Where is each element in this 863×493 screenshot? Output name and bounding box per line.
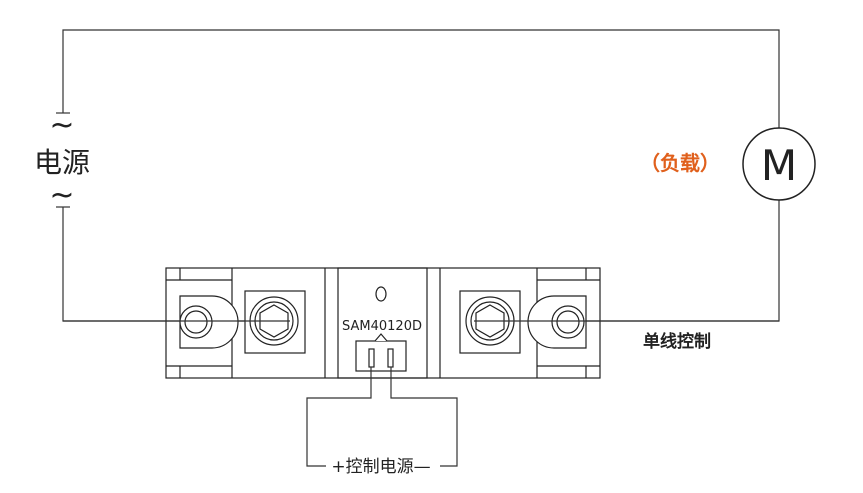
right-mount-ear — [527, 295, 587, 349]
control-power-wires — [306, 367, 458, 467]
control-power-label: +控制电源— — [331, 457, 430, 477]
left-power-terminal — [244, 290, 306, 354]
source-label: 电源 — [34, 146, 90, 179]
top-wire — [62, 29, 780, 128]
relay-module — [165, 267, 601, 379]
indicator-led — [375, 286, 387, 302]
source-ac-bottom: ~ — [49, 178, 74, 213]
motor-circle — [742, 127, 816, 201]
model-label: SAM40120D — [342, 319, 422, 334]
left-mount-ear — [179, 295, 239, 349]
control-mode-label: 单线控制 — [643, 331, 711, 352]
main-circuit-wires — [56, 29, 780, 322]
load-label: （负载） — [640, 151, 720, 175]
motor-symbol: M — [761, 141, 797, 190]
right-power-terminal — [459, 290, 521, 354]
center-panel — [337, 267, 428, 379]
control-connector — [355, 333, 407, 372]
source-ac-top: ~ — [49, 108, 74, 143]
